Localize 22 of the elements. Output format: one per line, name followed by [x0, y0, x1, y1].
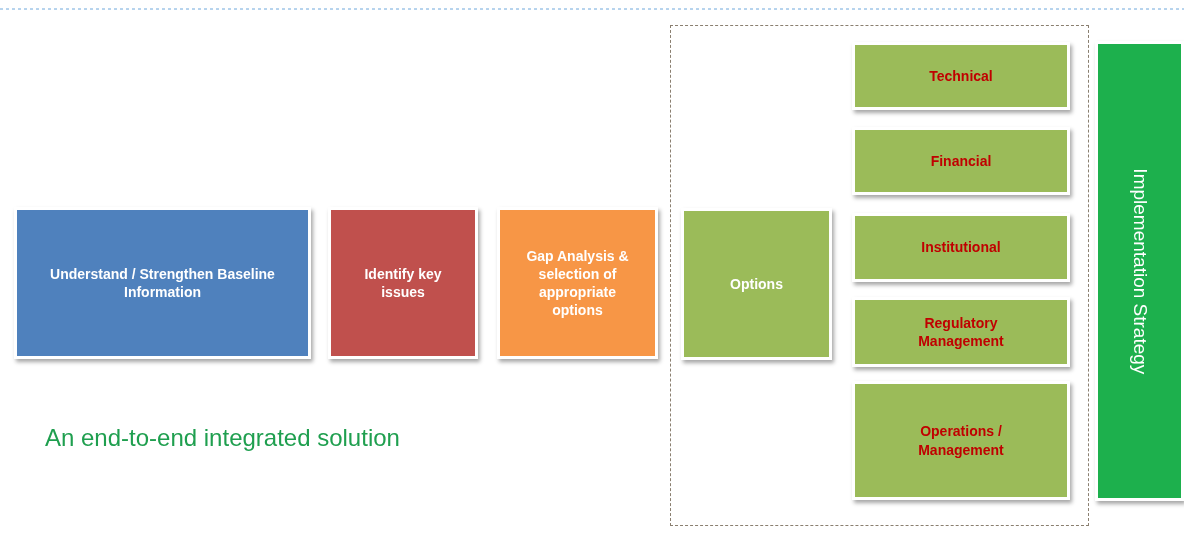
- process-box: [852, 213, 1070, 282]
- box-label: Options: [729, 274, 784, 294]
- vertical-banner: [1095, 41, 1184, 501]
- box-label: Operations / Management: [917, 422, 1005, 459]
- process-box: [852, 127, 1070, 195]
- process-box: [497, 207, 658, 359]
- box-label: Institutional: [920, 238, 1002, 257]
- box-label: Financial: [929, 151, 993, 171]
- process-box: [681, 208, 832, 360]
- tagline-text: An end-to-end integrated solution: [45, 424, 400, 452]
- process-box: [852, 381, 1070, 500]
- box-label: Technical: [928, 66, 994, 86]
- box-label: Implementation Strategy: [1128, 167, 1152, 376]
- box-label: Gap Analysis & selection of appropriate options: [525, 246, 630, 320]
- box-label: Regulatory Management: [917, 313, 1005, 351]
- process-box: [14, 207, 311, 359]
- box-label: Understand / Strengthen Baseline Information: [49, 264, 276, 302]
- process-box: [852, 42, 1070, 110]
- dashed-group-frame: [670, 25, 1089, 526]
- process-box: [328, 207, 478, 359]
- process-box: [852, 297, 1070, 367]
- box-label: Identify key issues: [363, 264, 443, 302]
